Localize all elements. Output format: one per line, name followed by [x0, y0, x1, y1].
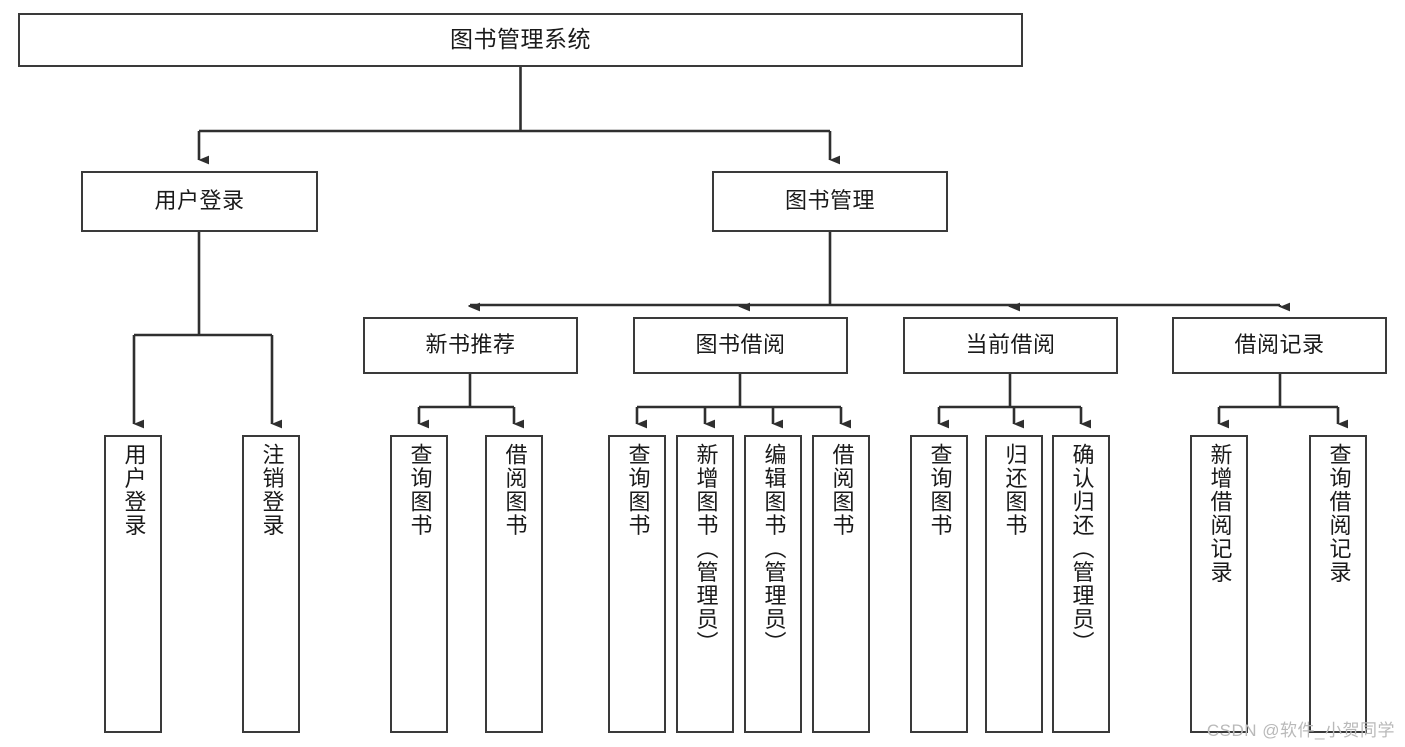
node-leaf-user-login-label: 用户登录	[121, 443, 147, 537]
node-leaf-cb-confirm-return-label: 确认归还（管理员）	[1069, 443, 1095, 655]
node-leaf-bb-query-book[interactable]: 查询图书	[608, 435, 666, 733]
node-book-management-label: 图书管理	[784, 188, 875, 214]
node-leaf-bb-borrow-book-label: 借阅图书	[829, 443, 855, 537]
node-leaf-cb-query-book[interactable]: 查询图书	[910, 435, 968, 733]
node-leaf-cb-query-book-label: 查询图书	[927, 443, 953, 537]
node-leaf-br-query-record[interactable]: 查询借阅记录	[1309, 435, 1367, 733]
node-user-login[interactable]: 用户登录	[81, 171, 318, 232]
node-book-management[interactable]: 图书管理	[712, 171, 948, 232]
node-leaf-br-add-record[interactable]: 新增借阅记录	[1190, 435, 1248, 733]
node-new-book-recommend[interactable]: 新书推荐	[363, 317, 578, 374]
node-leaf-bb-add-book[interactable]: 新增图书（管理员）	[676, 435, 734, 733]
node-borrow-record[interactable]: 借阅记录	[1172, 317, 1387, 374]
node-leaf-bb-query-book-label: 查询图书	[625, 443, 651, 537]
node-leaf-br-add-record-label: 新增借阅记录	[1207, 443, 1233, 584]
node-leaf-nbr-query-book-label: 查询图书	[407, 443, 433, 537]
node-root-system[interactable]: 图书管理系统	[18, 13, 1023, 67]
node-leaf-cb-confirm-return[interactable]: 确认归还（管理员）	[1052, 435, 1110, 733]
node-leaf-user-logout-label: 注销登录	[259, 443, 285, 537]
node-leaf-cb-return-book-label: 归还图书	[1002, 443, 1028, 537]
node-leaf-bb-edit-book[interactable]: 编辑图书（管理员）	[744, 435, 802, 733]
node-current-borrow[interactable]: 当前借阅	[903, 317, 1118, 374]
node-current-borrow-label: 当前借阅	[965, 332, 1056, 358]
node-user-login-label: 用户登录	[154, 188, 245, 214]
node-leaf-cb-return-book[interactable]: 归还图书	[985, 435, 1043, 733]
node-leaf-nbr-query-book[interactable]: 查询图书	[390, 435, 448, 733]
node-book-borrow-label: 图书借阅	[695, 332, 786, 358]
node-borrow-record-label: 借阅记录	[1234, 332, 1325, 358]
node-leaf-nbr-borrow-book[interactable]: 借阅图书	[485, 435, 543, 733]
node-leaf-br-query-record-label: 查询借阅记录	[1326, 443, 1352, 584]
node-leaf-user-logout[interactable]: 注销登录	[242, 435, 300, 733]
node-leaf-bb-add-book-label: 新增图书（管理员）	[693, 443, 719, 655]
node-new-book-recommend-label: 新书推荐	[425, 332, 516, 358]
node-leaf-bb-borrow-book[interactable]: 借阅图书	[812, 435, 870, 733]
node-root-system-label: 图书管理系统	[450, 26, 591, 53]
node-book-borrow[interactable]: 图书借阅	[633, 317, 848, 374]
node-leaf-user-login[interactable]: 用户登录	[104, 435, 162, 733]
node-leaf-bb-edit-book-label: 编辑图书（管理员）	[761, 443, 787, 655]
node-leaf-nbr-borrow-book-label: 借阅图书	[502, 443, 528, 537]
